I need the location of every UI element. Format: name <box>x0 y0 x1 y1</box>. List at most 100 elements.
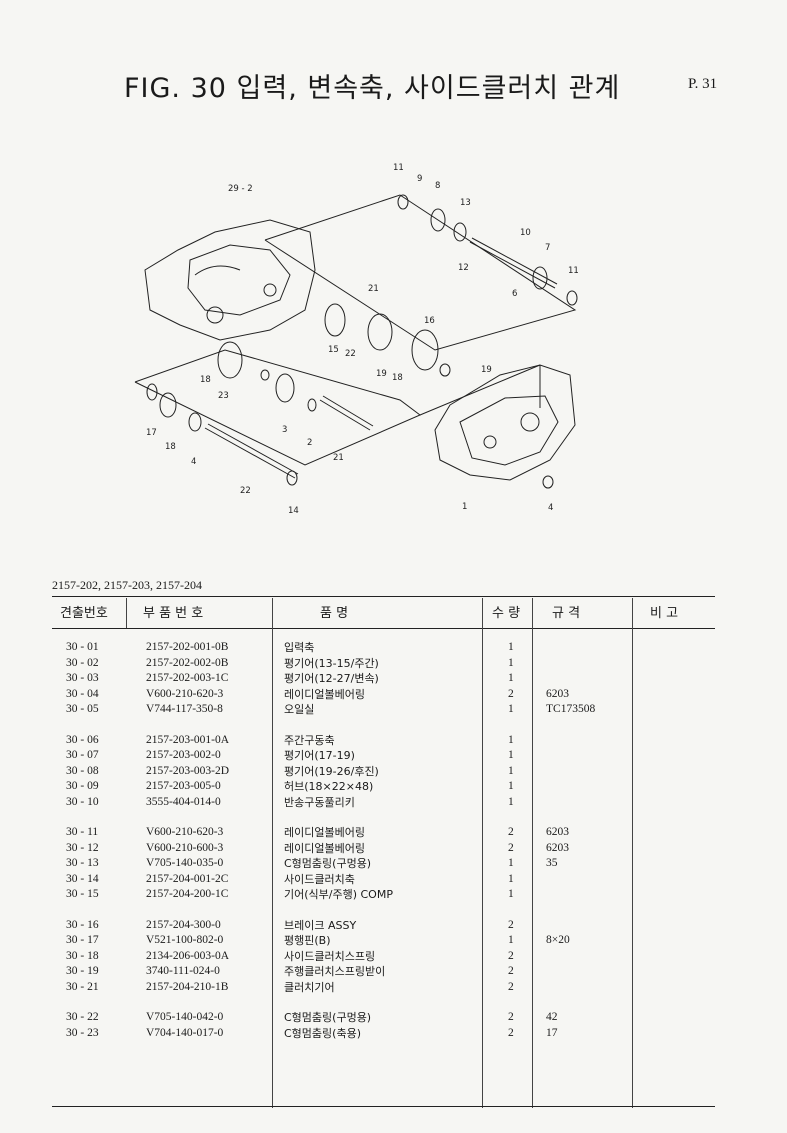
part-code: V704-140-017-0 <box>146 1026 224 1039</box>
left-case-outline <box>144 219 316 341</box>
callout-label: 11 <box>568 266 579 276</box>
quantity: 2 <box>508 965 514 977</box>
part-code: 2157-202-001-0B <box>146 641 229 653</box>
part-code: 2157-203-005-0 <box>146 780 221 792</box>
specification: 17 <box>546 1026 558 1039</box>
part-name: 기어(식부/주행) COMP <box>284 888 393 901</box>
part-number-ref: 30 - 13 <box>66 857 99 869</box>
upper-group-frame <box>264 194 577 351</box>
callout-label: 13 <box>460 198 471 208</box>
part-number-ref: 30 - 14 <box>66 872 99 885</box>
callout-label: 7 <box>545 243 550 253</box>
callout-label: 18 <box>200 375 211 385</box>
callout-label: 12 <box>458 263 469 273</box>
callout-label: 1 <box>462 502 467 512</box>
part-number-ref: 30 - 23 <box>66 1026 99 1039</box>
part-code: 2157-204-001-2C <box>146 872 229 885</box>
callout-label: 22 <box>345 349 356 359</box>
quantity: 2 <box>508 1011 514 1023</box>
quantity: 1 <box>508 780 514 792</box>
quantity: 1 <box>508 749 514 761</box>
quantity: 1 <box>508 764 514 777</box>
exploded-parts-diagram: 29 - 2 11 9 8 13 12 10 7 11 6 21 16 15 2… <box>120 160 600 525</box>
part-name: 레이디얼볼베어링 <box>284 687 365 701</box>
right-case-outline <box>434 364 576 481</box>
callout-label: 19 <box>376 369 387 379</box>
specification: 8×20 <box>546 934 570 946</box>
callout-label: 23 <box>218 391 229 401</box>
header-divider <box>126 598 127 628</box>
quantity: 2 <box>508 687 514 700</box>
part-code: 2157-203-001-0A <box>146 733 230 746</box>
part-number-ref: 30 - 08 <box>66 764 99 777</box>
col-header-remarks: 비 고 <box>650 606 679 621</box>
callout-label: 3 <box>282 425 287 435</box>
quantity: 1 <box>508 656 514 669</box>
quantity: 1 <box>508 934 514 946</box>
exploded-view-drawing: 29 - 2 11 9 8 13 12 10 7 11 6 21 16 15 2… <box>134 163 579 516</box>
specification: 6203 <box>546 687 569 700</box>
part-code: 2157-204-300-0 <box>146 918 221 931</box>
part-name: 평행핀(B) <box>284 934 331 947</box>
part-number-ref: 30 - 06 <box>66 733 99 746</box>
callout-label: 2 <box>307 438 312 448</box>
part-code: 2157-202-003-1C <box>146 672 229 684</box>
part-code: V600-210-620-3 <box>146 687 224 700</box>
lower-group-frame <box>134 349 421 466</box>
quantity: 2 <box>508 826 514 838</box>
quantity: 1 <box>508 872 514 885</box>
part-name: 레이디얼볼베어링 <box>284 826 365 839</box>
callout-label: 15 <box>328 345 339 355</box>
table-row: 30 - 08 2157-203-003-2D 평기어(19-26/후진) 1 <box>0 764 787 780</box>
leader-line <box>419 364 541 416</box>
callout-label: 6 <box>512 289 517 299</box>
part-number-ref: 30 - 22 <box>66 1011 99 1023</box>
part-code: 3740-111-024-0 <box>146 965 220 977</box>
specification: 35 <box>546 857 558 869</box>
part-code: 2157-203-003-2D <box>146 764 230 777</box>
part-code: 3555-404-014-0 <box>146 795 221 808</box>
callout-labels: 29 - 2 11 9 8 13 12 10 7 11 6 21 16 15 2… <box>146 163 579 516</box>
part-name: 평기어(19-26/후진) <box>284 764 379 778</box>
part-code: V705-140-035-0 <box>146 857 224 869</box>
quantity: 1 <box>508 888 514 900</box>
table-row: 30 - 14 2157-204-001-2C 사이드클러치축 1 <box>0 872 787 888</box>
callout-label: 14 <box>288 506 299 516</box>
part-number-ref: 30 - 18 <box>66 949 99 962</box>
part-name: 레이디얼볼베어링 <box>284 841 365 855</box>
callout-label: 9 <box>417 174 422 184</box>
specification: 6203 <box>546 841 569 854</box>
callout-label: 4 <box>191 457 196 467</box>
col-header-part-number: 부 품 번 호 <box>143 606 204 621</box>
part-code: V521-100-802-0 <box>146 934 224 946</box>
part-number-ref: 30 - 15 <box>66 888 99 900</box>
specification: 6203 <box>546 826 569 838</box>
figure-title: FIG. 30 입력, 변속축, 사이드클러치 관계 <box>124 73 621 104</box>
part-name: C형멈춤링(구멍용) <box>284 1011 372 1024</box>
part-number-ref: 30 - 16 <box>66 918 99 931</box>
col-header-quantity: 수 량 <box>492 606 521 621</box>
quantity: 1 <box>508 703 514 715</box>
part-name: 사이드클러치축 <box>284 872 355 886</box>
part-name: C형멈춤링(축용) <box>284 1026 361 1040</box>
part-code: V600-210-600-3 <box>146 841 224 854</box>
callout-label: 29 - 2 <box>228 184 253 194</box>
part-name: 사이드클러치스프링 <box>284 949 376 963</box>
page-number: P. 31 <box>688 76 718 92</box>
quantity: 2 <box>508 980 514 993</box>
